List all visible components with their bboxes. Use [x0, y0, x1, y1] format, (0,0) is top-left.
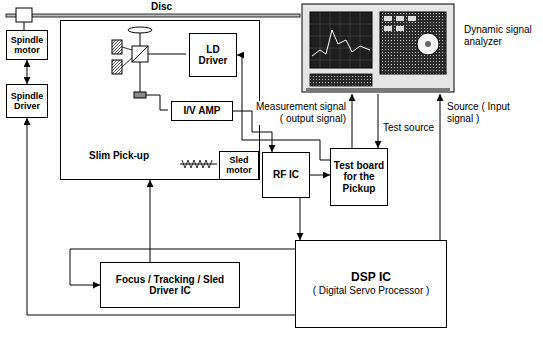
signal-connector — [440, 94, 441, 240]
actuator-coil — [112, 40, 122, 54]
chip-box: RF IC — [262, 152, 310, 198]
box-label: Sled motor — [222, 155, 256, 176]
analyzer-body — [302, 4, 454, 92]
label-holder: Measurement signal ( output signal) — [254, 101, 347, 125]
box-label: I/V AMP — [184, 105, 221, 117]
signal-connector — [27, 118, 295, 315]
driver-box: Focus / Tracking / Sled Driver IC — [100, 262, 240, 308]
signal-connector — [150, 180, 151, 262]
spindle-shaft — [16, 8, 32, 22]
key-panel — [380, 12, 446, 74]
motor-box: Sled motor — [219, 151, 259, 180]
key — [396, 26, 404, 31]
softkey-strip — [310, 74, 372, 86]
box-label: DSP IC — [351, 271, 391, 285]
test-board-box: Test board for the Pickup — [330, 148, 388, 206]
key — [396, 16, 404, 21]
signal-connector — [378, 94, 379, 148]
actuator-link — [122, 58, 132, 67]
analyzer-instrument: Dynamic signal analyzer — [300, 2, 542, 94]
splitter-face — [132, 46, 148, 62]
signal-label: Source ( Input signal ) — [446, 101, 518, 125]
key — [384, 16, 392, 21]
actuator-link — [122, 47, 132, 50]
knob-center — [425, 41, 431, 47]
part-label: Disc — [150, 1, 173, 12]
processor-box: DSP IC( Digital Servo Processor ) — [295, 240, 447, 328]
box-label: Spindle Driver — [9, 91, 45, 112]
signal-connector — [310, 175, 330, 176]
signal-label: Measurement signal ( output signal) — [254, 101, 347, 125]
motor-box: Spindle motor — [6, 30, 48, 60]
label-holder: Test source — [382, 122, 435, 134]
driver-box: Spindle Driver — [6, 84, 48, 118]
box-label: Slim Pick-up — [89, 150, 149, 162]
pickup-housing: Slim Pick-up LD DriverI/V AMP Sled motor — [60, 20, 260, 180]
box-sublabel: ( Digital Servo Processor ) — [313, 285, 430, 297]
disc-plate — [6, 14, 300, 17]
box-label: Spindle motor — [9, 35, 45, 56]
key — [408, 16, 416, 21]
photo-detector — [134, 92, 146, 98]
screen-trace — [312, 30, 370, 56]
analyzer-knob — [417, 33, 439, 55]
box-label: Dynamic signal analyzer — [464, 24, 542, 47]
amplifier-box: I/V AMP — [171, 101, 233, 121]
screen-grid — [310, 12, 372, 68]
signal-connector — [300, 198, 301, 240]
detector-wire — [146, 95, 168, 110]
beam-splitter — [132, 46, 148, 62]
analyzer-screen — [310, 12, 372, 68]
signal-label: Test source — [382, 122, 435, 134]
analyzer-base — [306, 88, 450, 92]
actuator-coil — [112, 60, 122, 74]
driver-box: LD Driver — [189, 33, 237, 77]
key — [384, 26, 392, 31]
objective-lens — [128, 27, 152, 33]
box-label: Focus / Tracking / Sled Driver IC — [103, 274, 237, 297]
label-holder: Disc — [150, 1, 173, 12]
box-label: Test board for the Pickup — [333, 160, 385, 195]
shaft-line — [24, 22, 25, 30]
sled-screw — [182, 160, 212, 168]
box-label: LD Driver — [192, 44, 234, 67]
box-label: RF IC — [273, 169, 299, 181]
signal-connector — [27, 60, 28, 84]
laser-wire — [148, 54, 186, 55]
label-holder: Source ( Input signal ) — [446, 101, 518, 125]
signal-connector — [352, 94, 353, 148]
